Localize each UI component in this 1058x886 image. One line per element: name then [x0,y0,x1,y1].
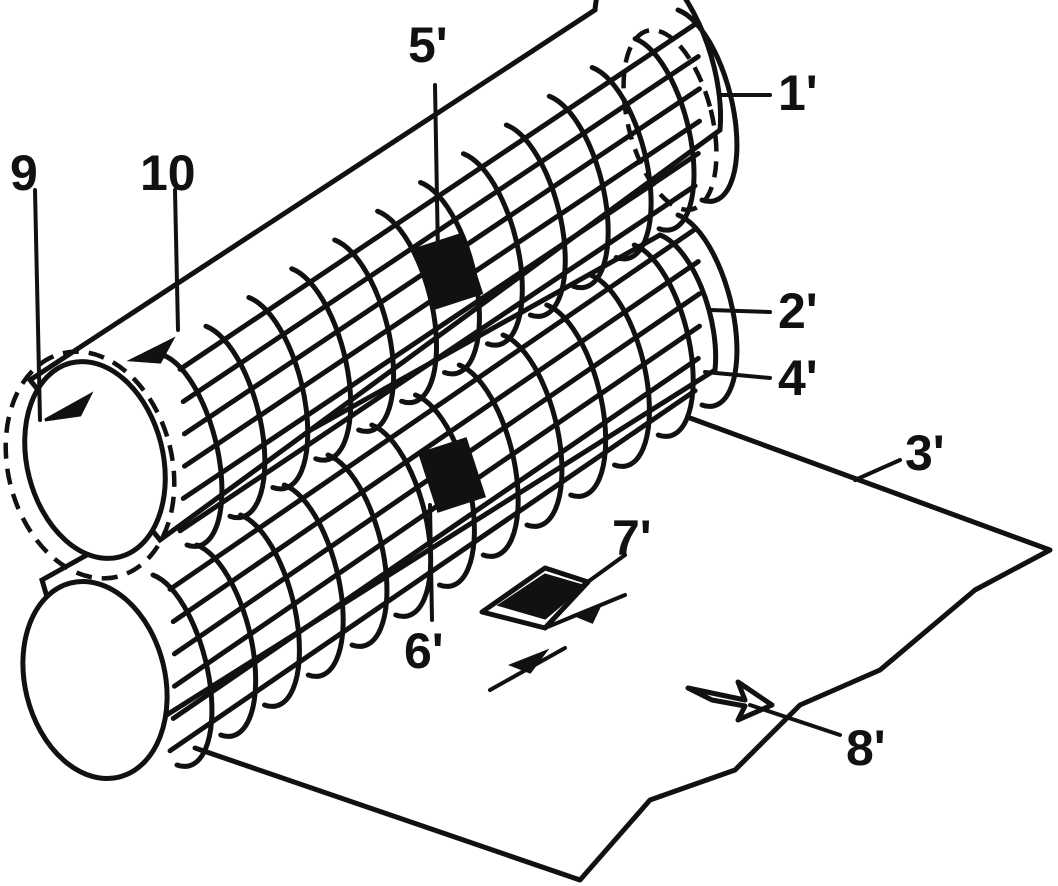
label-3: 3' [905,425,945,481]
label-10: 10 [140,145,196,201]
label-2: 2' [778,283,818,339]
print-mark-7 [482,555,625,690]
label-6: 6' [404,623,444,679]
label-1: 1' [778,65,818,121]
label-7: 7' [612,510,652,566]
label-5: 5' [408,17,448,73]
label-9: 9 [10,145,38,201]
dimension-arrow-icon [575,605,600,622]
feed-direction-arrow-icon [688,682,772,720]
label-8: 8' [846,720,886,776]
feed-direction-8 [688,682,772,720]
label-4: 4' [778,350,818,406]
